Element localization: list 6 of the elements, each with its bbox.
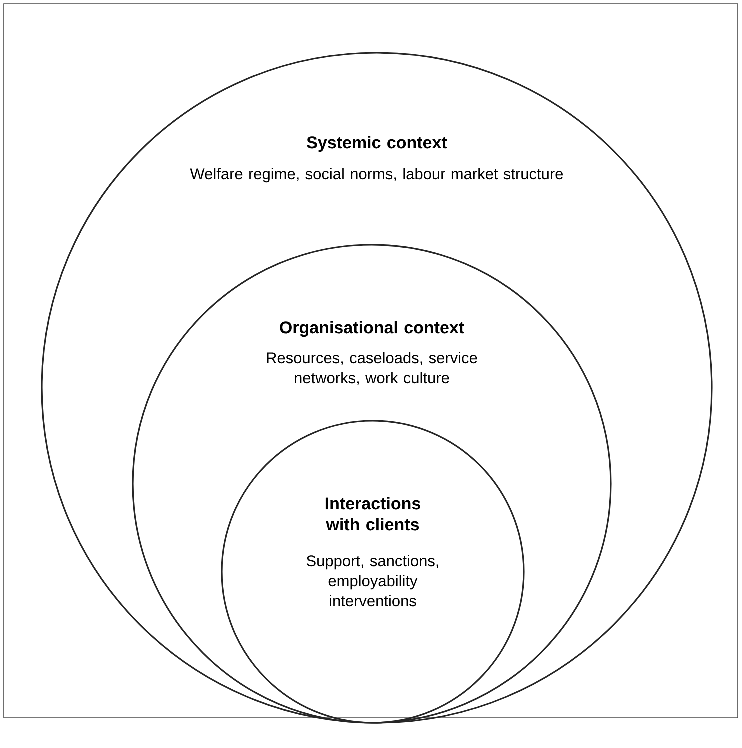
heading-text: Interactions with clients: [326, 497, 420, 531]
body-text: Resources, caseloads, service networks, work culture: [267, 352, 478, 386]
heading-text: Systemic context: [307, 136, 448, 152]
heading-text: Organisational context: [280, 321, 464, 338]
body-text: Support, sanctions, employability interventions: [306, 555, 438, 607]
body-text: Welfare regime, social norms, labour market structure: [190, 168, 564, 183]
